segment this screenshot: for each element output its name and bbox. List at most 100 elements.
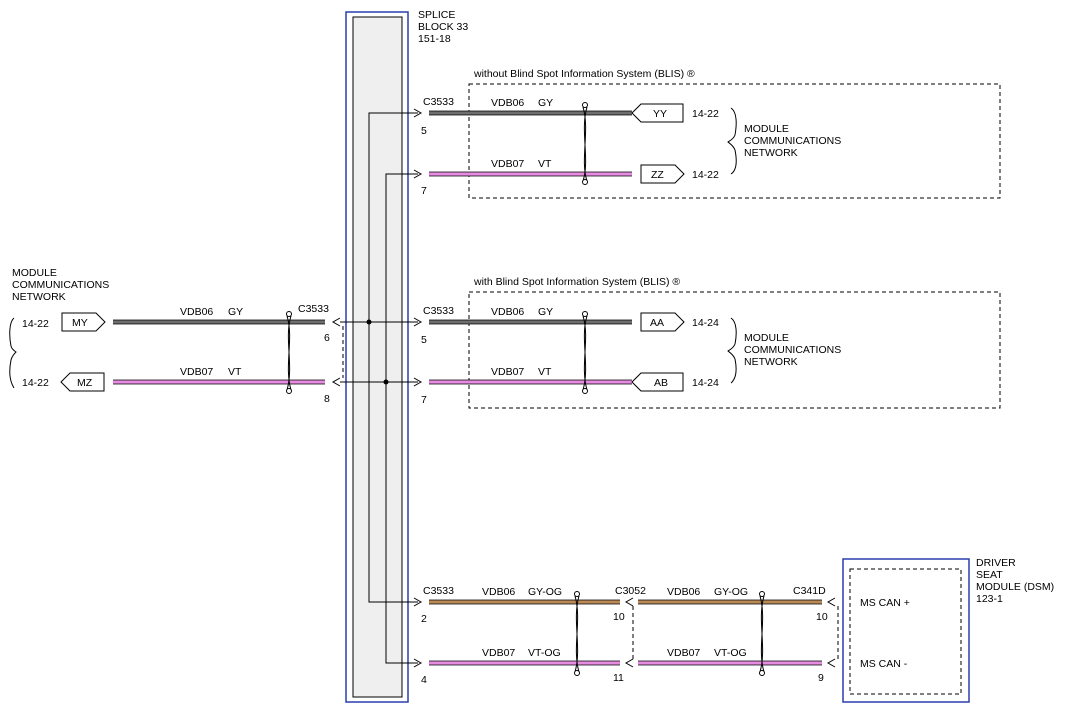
c3533-label-left: C3533 xyxy=(298,303,329,315)
pin-7-top: 7 xyxy=(421,185,427,197)
svg-text:AA: AA xyxy=(650,317,664,329)
splice-block-label-2: BLOCK 33 xyxy=(418,21,468,33)
c3533-label-top: C3533 xyxy=(423,96,454,108)
without-blis-box xyxy=(468,83,1001,199)
pin-7-mid: 7 xyxy=(421,394,427,406)
twisted-pair-top xyxy=(582,102,588,185)
pin-10-c341d: 10 xyxy=(816,611,828,623)
with-blis-box xyxy=(468,291,1001,409)
wire-vdb06-gy-mid xyxy=(429,319,632,325)
wire-vdb07-vtog-seg1 xyxy=(429,660,620,666)
wire-label-vdb07-b1: VDB07 xyxy=(482,647,515,659)
splice-block-body xyxy=(352,16,403,698)
wire-color-gy-top: GY xyxy=(538,97,553,109)
arrow-c3052-11 xyxy=(624,658,634,668)
network-mid-3: NETWORK xyxy=(744,356,798,368)
wire-color-vt-top: VT xyxy=(538,158,552,170)
wire-vdb06-gy-left xyxy=(113,319,325,325)
network-top-1: MODULE xyxy=(744,123,789,135)
pin-8: 8 xyxy=(324,393,330,405)
ref-mz: 14-22 xyxy=(22,377,49,389)
wire-color-gyog-b1: GY-OG xyxy=(528,586,562,598)
wire-color-gyog-b2: GY-OG xyxy=(714,586,748,598)
svg-text:AB: AB xyxy=(654,377,668,389)
network-top-2: COMMUNICATIONS xyxy=(744,135,841,147)
c3533-label-bottom: C3533 xyxy=(423,585,454,597)
wire-label-vdb06-b2: VDB06 xyxy=(667,586,700,598)
network-mid-1: MODULE xyxy=(744,332,789,344)
flag-my: MY xyxy=(61,312,106,332)
arrow-c3533-4 xyxy=(413,658,423,668)
wire-color-vt-left: VT xyxy=(228,366,242,378)
c341d-label: C341D xyxy=(793,585,826,597)
dsm-label-1: DRIVER xyxy=(976,557,1016,569)
dsm-label-3: MODULE (DSM) xyxy=(976,581,1054,593)
twisted-pair-left xyxy=(286,311,292,394)
wire-label-vdb07-left: VDB07 xyxy=(180,366,213,378)
wire-vdb06-gyog-seg1 xyxy=(429,599,620,605)
wire-label-vdb07-mid: VDB07 xyxy=(491,366,524,378)
svg-text:MZ: MZ xyxy=(77,377,93,389)
dsm-label-4: 123-1 xyxy=(976,593,1003,605)
pin-2: 2 xyxy=(421,613,427,625)
arrow-c341d-9 xyxy=(826,658,836,668)
without-blis-label: without Blind Spot Information System (B… xyxy=(473,68,695,80)
with-blis-label: with Blind Spot Information System (BLIS… xyxy=(473,276,680,288)
dsm-label-2: SEAT xyxy=(976,569,1003,581)
network-mid-2: COMMUNICATIONS xyxy=(744,344,841,356)
wire-vdb07-vt-left xyxy=(113,379,325,385)
pin-6: 6 xyxy=(324,332,330,344)
network-left-2: COMMUNICATIONS xyxy=(12,279,109,291)
wire-color-vtog-b2: VT-OG xyxy=(714,647,747,659)
flag-ab: AB xyxy=(631,372,684,392)
wire-label-vdb07-b2: VDB07 xyxy=(667,647,700,659)
splice-bus-vdb06 xyxy=(368,112,418,603)
network-left-3: NETWORK xyxy=(12,291,66,303)
flag-mz: MZ xyxy=(60,372,105,392)
wire-color-vt-mid: VT xyxy=(538,366,552,378)
pin-4: 4 xyxy=(421,674,427,686)
pin-5-top: 5 xyxy=(421,125,427,137)
c3052-label: C3052 xyxy=(615,585,646,597)
brace-left xyxy=(9,317,17,389)
splice-bus-vdb07 xyxy=(385,173,418,664)
wire-label-vdb06-top: VDB06 xyxy=(491,97,524,109)
dsm-can-plus: MS CAN + xyxy=(860,597,910,609)
ref-yy: 14-22 xyxy=(692,108,719,120)
dsm-outline xyxy=(842,558,970,703)
arrow-c341d-10 xyxy=(826,597,836,607)
wire-color-vtog-b1: VT-OG xyxy=(528,647,561,659)
brace-top xyxy=(727,107,737,175)
splice-junction-vdb06 xyxy=(366,319,372,325)
dsm-body xyxy=(849,568,962,695)
twisted-pair-bottom-2 xyxy=(759,591,765,676)
splice-block-label-3: 151-18 xyxy=(418,33,451,45)
wire-vdb06-gy-top xyxy=(429,110,632,116)
arrow-c3533-7-top xyxy=(413,169,423,179)
svg-text:MY: MY xyxy=(72,317,88,329)
wire-color-gy-mid: GY xyxy=(538,306,553,318)
wire-color-gy-left: GY xyxy=(228,306,243,318)
flag-yy: YY xyxy=(631,103,684,123)
pin-11: 11 xyxy=(613,672,624,684)
ref-aa: 14-24 xyxy=(692,317,719,329)
twisted-pair-bottom-1 xyxy=(574,591,580,676)
arrow-c3533-6 xyxy=(331,317,341,327)
splice-block-label-1: SPLICE xyxy=(418,9,455,21)
flag-zz: ZZ xyxy=(640,164,685,184)
pin-5-mid: 5 xyxy=(421,334,427,346)
wire-vdb07-vt-top xyxy=(429,171,632,177)
wire-vdb06-gyog-seg2 xyxy=(638,599,822,605)
brace-mid xyxy=(727,317,737,384)
arrow-c3052-10 xyxy=(624,597,634,607)
ref-zz: 14-22 xyxy=(692,169,719,181)
dsm-can-minus: MS CAN - xyxy=(860,658,908,670)
arrow-c3533-2 xyxy=(413,597,423,607)
svg-text:YY: YY xyxy=(653,108,667,120)
arrow-c3533-5-top xyxy=(413,108,423,118)
wire-label-vdb06-left: VDB06 xyxy=(180,306,213,318)
network-top-3: NETWORK xyxy=(744,147,798,159)
wire-label-vdb06-mid: VDB06 xyxy=(491,306,524,318)
